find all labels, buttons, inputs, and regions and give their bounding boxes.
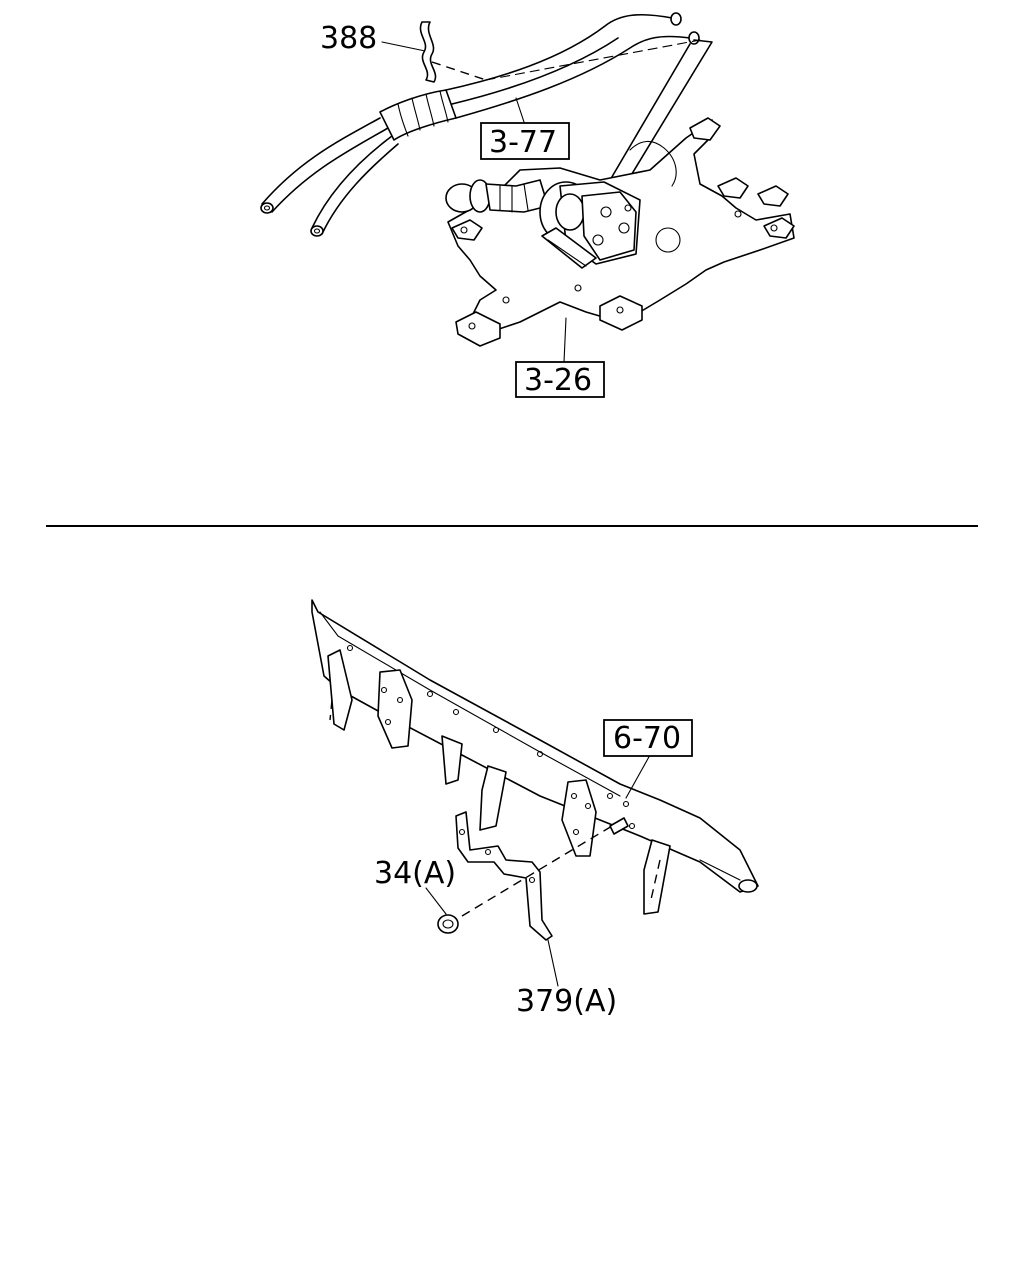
leader-379 xyxy=(547,939,559,987)
leader-388 xyxy=(381,41,431,53)
box-3-26 xyxy=(515,361,605,398)
label-6-70: 6-70 xyxy=(613,721,681,756)
leader-6-70 xyxy=(625,754,651,799)
bracket-379 xyxy=(455,811,553,941)
leader-3-26 xyxy=(563,317,567,363)
label-388: 388 xyxy=(320,21,377,56)
hose-assembly xyxy=(260,12,713,237)
box-6-70 xyxy=(603,719,693,757)
leader-388-dashed xyxy=(431,61,487,81)
leader-dashed-upper xyxy=(485,39,701,81)
nut-34 xyxy=(437,914,459,934)
leader-3-77 xyxy=(515,97,525,123)
frame-cross-member xyxy=(311,599,759,915)
label-379-a: 379(A) xyxy=(516,984,617,1019)
label-3-77: 3-77 xyxy=(489,125,557,160)
leader-34 xyxy=(425,887,447,915)
box-3-77 xyxy=(480,122,570,160)
valve-unit xyxy=(445,179,641,269)
label-34-a: 34(A) xyxy=(374,856,456,891)
label-3-26: 3-26 xyxy=(524,363,592,398)
clip-388 xyxy=(419,21,437,83)
